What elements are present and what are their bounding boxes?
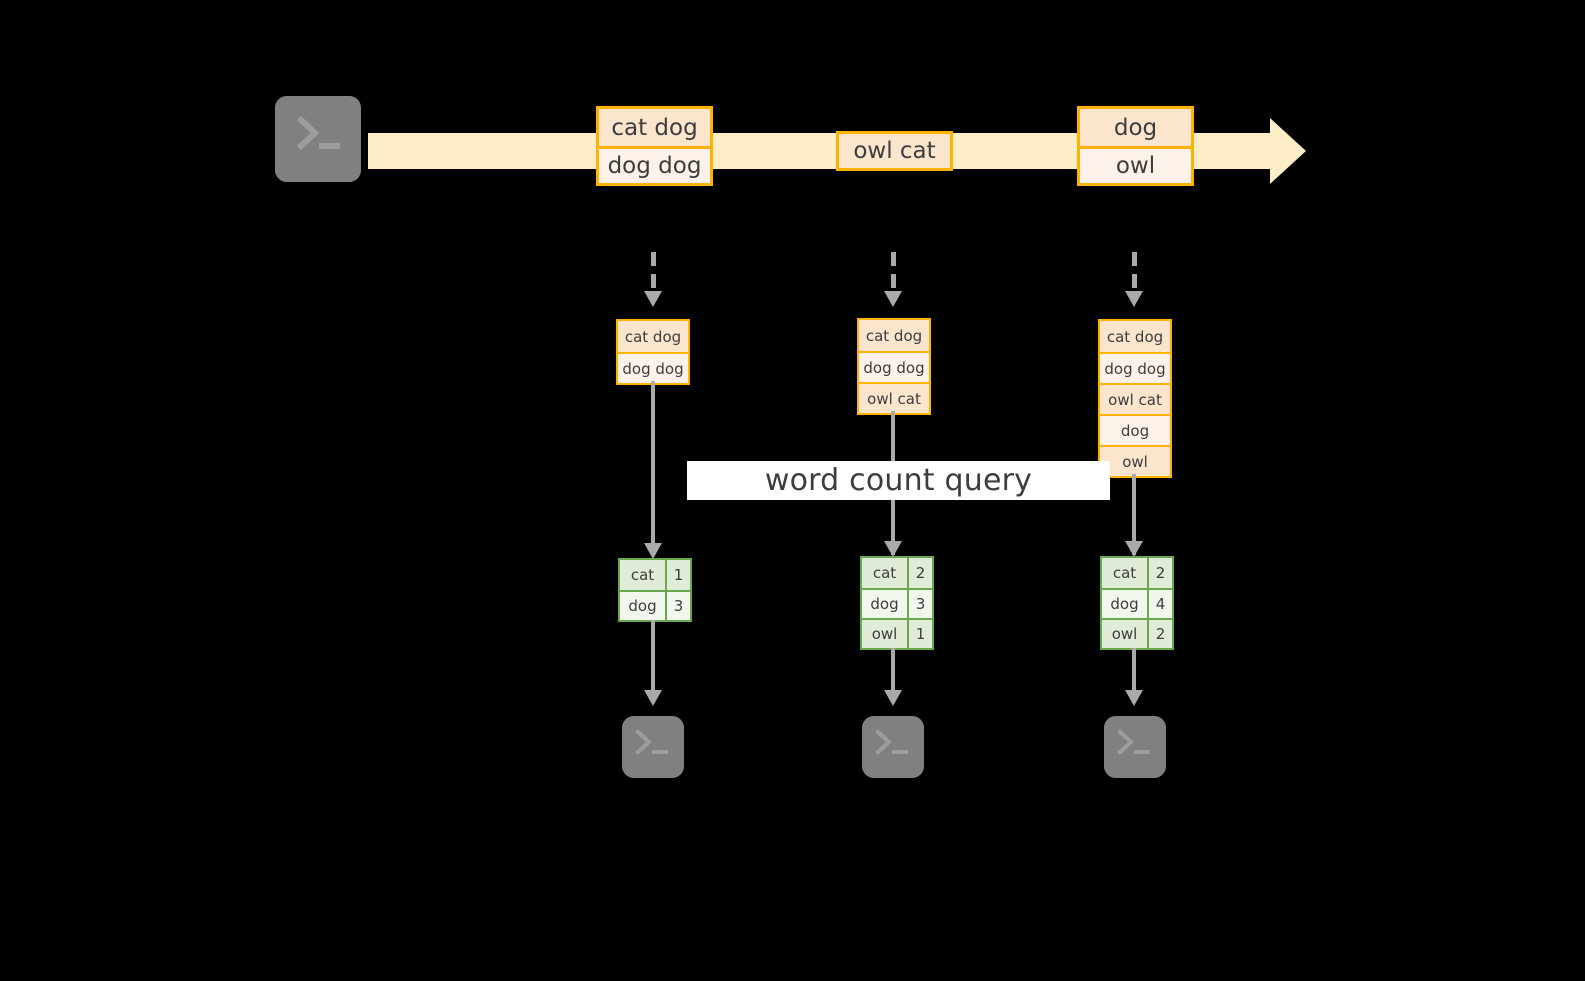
snapshot-to-result-connector [651,381,655,555]
stream-to-snapshot-connector [891,252,896,296]
snapshot-row: cat dog [859,320,929,351]
terminal-body [1104,716,1166,778]
snapshot-row: dog dog [618,352,688,383]
snapshot-row: dog dog [859,351,929,382]
snapshot-row: owl cat [1100,383,1170,414]
result-count: 3 [665,592,690,620]
query-label: word count query [764,463,1033,498]
table-row: cat 1 [620,560,690,590]
table-row: dog 3 [620,590,690,620]
result-count: 4 [1147,590,1172,618]
result-table: cat 2 dog 3 owl 1 [860,556,934,650]
snapshot-row: owl cat [859,382,929,413]
stream-record: owl cat [836,131,953,171]
result-count: 2 [907,558,932,588]
result-word: cat [1102,558,1147,588]
table-row: dog 3 [862,588,932,618]
result-word: cat [620,560,665,590]
snapshot-table: cat dog dog dog [616,319,690,385]
terminal-body [275,96,361,182]
result-count: 3 [907,590,932,618]
table-row: cat 2 [862,558,932,588]
consumer-terminal-icon [1095,707,1175,787]
table-row: dog 4 [1102,588,1172,618]
terminal-body [622,716,684,778]
result-count: 1 [665,560,690,590]
snapshot-to-result-arrowhead-icon [644,543,662,559]
result-to-consumer-arrowhead-icon [884,690,902,706]
result-table: cat 1 dog 3 [618,558,692,622]
snapshot-to-result-connector [1132,474,1136,555]
snapshot-row: dog dog [1100,352,1170,383]
stream-record-line: dog dog [599,146,710,183]
snapshot-table: cat dog dog dog owl cat [857,318,931,415]
stream-arrowhead-icon [1270,118,1306,184]
result-to-consumer-connector [891,648,895,698]
terminal-prompt-glyph [635,729,668,755]
terminal-prompt-glyph [1117,729,1150,755]
result-count: 1 [907,620,932,648]
result-word: owl [862,620,907,648]
consumer-terminal-icon [613,707,693,787]
stream-record: dog owl [1077,106,1194,186]
terminal-prompt-glyph [875,729,908,755]
stream-record-line: owl cat [839,134,950,168]
result-to-consumer-arrowhead-icon [644,690,662,706]
snapshot-table: cat dog dog dog owl cat dog owl [1098,319,1172,478]
producer-terminal-icon [266,87,370,191]
snapshot-row: owl [1100,445,1170,476]
result-to-consumer-connector [651,620,655,698]
stream-to-snapshot-connector [1132,252,1137,296]
stream-record-line: owl [1080,146,1191,183]
result-word: dog [1102,590,1147,618]
result-word: cat [862,558,907,588]
terminal-prompt-glyph [296,115,340,151]
stream-to-snapshot-connector [651,252,656,296]
result-count: 2 [1147,558,1172,588]
stream-record-line: dog [1080,109,1191,146]
result-count: 2 [1147,620,1172,648]
result-to-consumer-connector [1132,648,1136,698]
stream-to-snapshot-arrowhead-icon [644,291,662,307]
result-word: owl [1102,620,1147,648]
terminal-body [862,716,924,778]
result-table: cat 2 dog 4 owl 2 [1100,556,1174,650]
snapshot-row: cat dog [1100,321,1170,352]
snapshot-row: dog [1100,414,1170,445]
table-row: owl 2 [1102,618,1172,648]
snapshot-to-result-arrowhead-icon [1125,541,1143,557]
stream-to-snapshot-arrowhead-icon [1125,291,1143,307]
query-label-band: word count query [687,461,1110,500]
consumer-terminal-icon [853,707,933,787]
result-word: dog [620,592,665,620]
stream-record-line: cat dog [599,109,710,146]
snapshot-to-result-arrowhead-icon [884,541,902,557]
stream-to-snapshot-arrowhead-icon [884,291,902,307]
snapshot-row: cat dog [618,321,688,352]
table-row: owl 1 [862,618,932,648]
result-word: dog [862,590,907,618]
table-row: cat 2 [1102,558,1172,588]
stream-record: cat dog dog dog [596,106,713,186]
result-to-consumer-arrowhead-icon [1125,690,1143,706]
